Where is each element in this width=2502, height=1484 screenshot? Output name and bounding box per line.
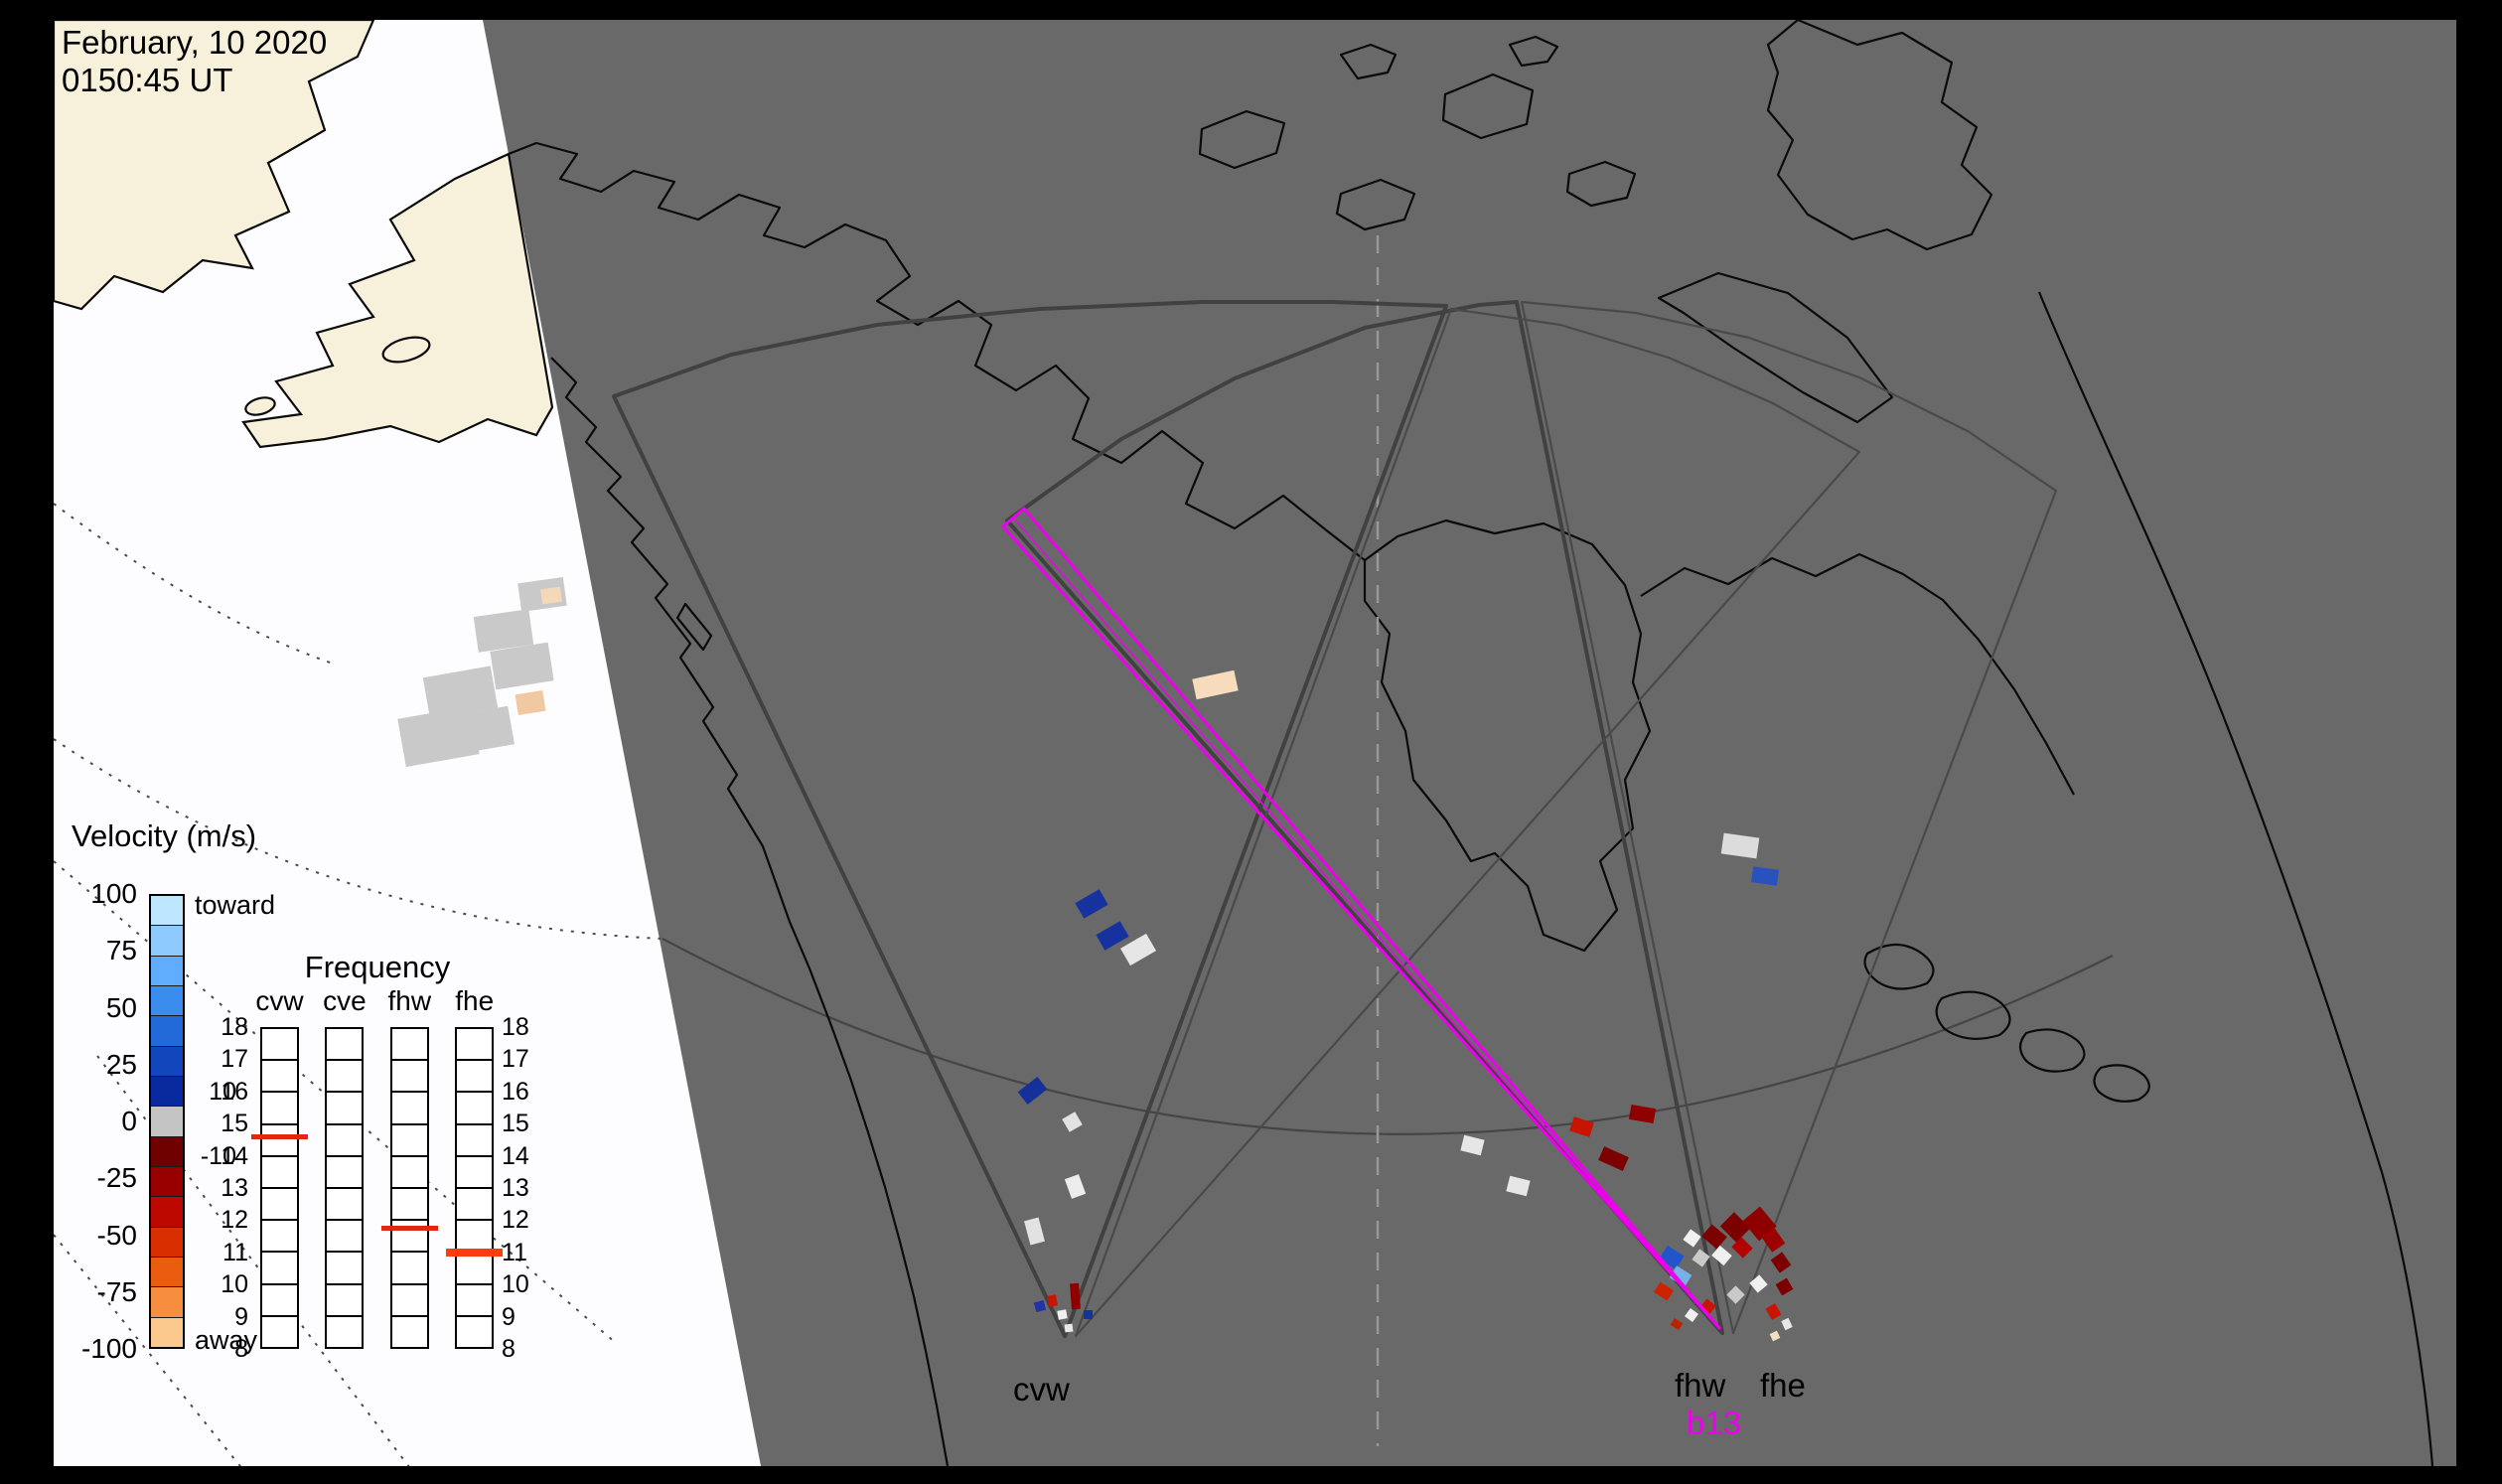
echo-cell bbox=[1751, 866, 1779, 886]
great-lake-1 bbox=[1863, 943, 1935, 990]
echo-cell bbox=[1120, 933, 1156, 966]
echo-cell bbox=[1460, 1134, 1485, 1156]
alaska-land bbox=[241, 152, 554, 449]
arctic-island-3 bbox=[1441, 73, 1535, 140]
great-lake-3 bbox=[2018, 1028, 2086, 1073]
echo-cell-layer bbox=[397, 576, 1794, 1342]
baffin-island bbox=[1657, 271, 1894, 424]
echo-cell bbox=[1024, 1217, 1045, 1246]
echo-cell bbox=[1692, 1249, 1710, 1267]
chukotka-land bbox=[54, 20, 375, 311]
echo-cell bbox=[1084, 1310, 1093, 1319]
dayside-landmass bbox=[54, 20, 554, 449]
echo-cell bbox=[1506, 1175, 1531, 1197]
echo-cell bbox=[1781, 1317, 1793, 1331]
echo-cell bbox=[1047, 1294, 1058, 1307]
fov-fhw bbox=[1005, 300, 1724, 1335]
fov-fans-bold bbox=[612, 300, 1724, 1338]
echo-cell bbox=[1700, 1298, 1716, 1314]
echo-cell bbox=[1719, 1212, 1751, 1243]
site-label-cvw: cvw bbox=[1013, 1371, 1070, 1408]
echo-cell bbox=[457, 705, 515, 754]
echo-cell bbox=[490, 642, 554, 690]
beam-b13-midline bbox=[1012, 517, 1721, 1330]
greenland bbox=[1766, 20, 1993, 251]
echo-cell bbox=[1654, 1281, 1674, 1301]
echo-cell bbox=[1769, 1330, 1781, 1342]
echo-cell bbox=[1770, 1252, 1792, 1273]
beam-b13-wedge bbox=[1000, 506, 1722, 1330]
arctic-island-2 bbox=[1335, 178, 1416, 231]
echo-cell bbox=[473, 609, 534, 653]
echo-cell bbox=[1057, 1309, 1068, 1320]
fov-fans-thin bbox=[1074, 300, 2058, 1338]
arctic-island-top-1 bbox=[1339, 43, 1398, 80]
beam-label-b13: b13 bbox=[1687, 1405, 1741, 1441]
echo-cell bbox=[1701, 1224, 1727, 1250]
echo-cell bbox=[1033, 1299, 1047, 1313]
arctic-island-top-2 bbox=[1508, 35, 1559, 68]
echo-cell bbox=[1075, 889, 1108, 919]
echo-cell bbox=[540, 586, 562, 605]
echo-cell bbox=[1062, 1112, 1083, 1132]
echo-cell bbox=[1683, 1229, 1701, 1248]
echo-cell bbox=[1726, 1285, 1745, 1304]
coastlines bbox=[508, 20, 2434, 1466]
fov-cve bbox=[1074, 307, 1861, 1338]
bering-island-small bbox=[244, 396, 276, 416]
echo-cell bbox=[1628, 1104, 1657, 1124]
hudson-bay bbox=[1363, 519, 1652, 953]
echo-cell bbox=[1731, 1237, 1753, 1259]
echo-cell bbox=[422, 666, 499, 720]
echo-cell bbox=[1670, 1317, 1684, 1331]
arctic-coast bbox=[508, 141, 1366, 561]
echo-cell bbox=[1070, 1282, 1081, 1310]
echo-cell bbox=[1765, 1303, 1782, 1320]
echo-cell bbox=[1685, 1308, 1698, 1322]
vancouver-island bbox=[675, 602, 713, 652]
fov-cvw bbox=[612, 300, 1448, 1338]
echo-cell bbox=[1192, 669, 1239, 700]
date-label: February, 10 2020 bbox=[62, 24, 327, 61]
echo-cell bbox=[1569, 1116, 1594, 1137]
great-lake-2 bbox=[1935, 990, 2011, 1040]
atlantic-coast bbox=[2037, 291, 2434, 1466]
pacific-coast bbox=[550, 357, 950, 1466]
site-label-fhe: fhe bbox=[1760, 1367, 1806, 1404]
echo-cell bbox=[515, 689, 546, 716]
fov-fhe bbox=[1520, 300, 2058, 1335]
echo-cell bbox=[1096, 921, 1129, 951]
bering-island bbox=[381, 336, 431, 364]
echo-cell bbox=[1659, 1245, 1685, 1270]
echo-cell bbox=[1749, 1274, 1768, 1293]
echo-cell bbox=[1720, 832, 1760, 859]
latitude-circle bbox=[662, 938, 2114, 1135]
arctic-island-4 bbox=[1565, 160, 1637, 208]
echo-cell bbox=[1064, 1323, 1074, 1333]
echo-cell bbox=[1760, 1227, 1786, 1253]
echo-cell bbox=[1711, 1245, 1732, 1266]
great-lake-4 bbox=[2093, 1064, 2150, 1103]
site-label-fhw: fhw bbox=[1675, 1367, 1726, 1404]
echo-cell bbox=[1775, 1277, 1794, 1296]
labrador-coast bbox=[1640, 552, 2075, 796]
arctic-island-1 bbox=[1198, 109, 1286, 170]
echo-cell bbox=[1598, 1146, 1629, 1171]
echo-cell bbox=[1064, 1174, 1087, 1199]
echo-cell bbox=[1669, 1265, 1693, 1287]
echo-cell bbox=[1017, 1077, 1048, 1105]
time-label: 0150:45 UT bbox=[62, 62, 232, 98]
